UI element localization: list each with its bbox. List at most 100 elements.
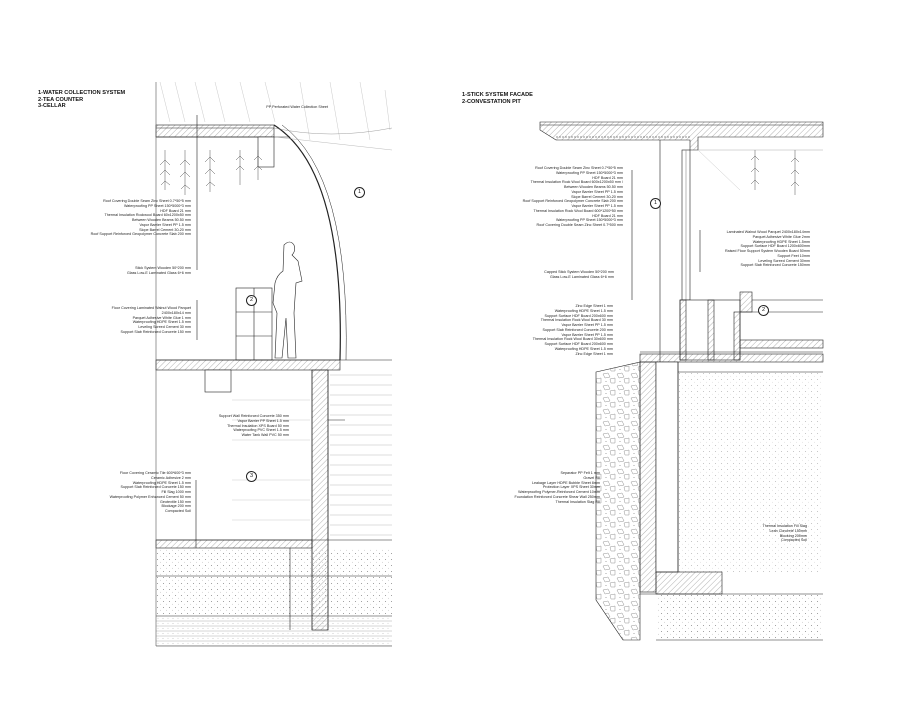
left-section-drawing [155,81,393,647]
annotation: Compacted Soil [780,538,807,543]
annotation: Support Surface HDF Board 200x600 mm [544,342,613,346]
left-wall-layers: Support Wall Reinforced Concrete 350 mm … [219,414,289,438]
annotation: Between Wooden Beams 50.50 mm [132,218,191,222]
annotation: Thermal Insulation Rock Wool Board 30 mm [540,318,613,323]
annotation: Between Wooden Beams 50.50 mm [564,185,623,189]
annotation: Foundation Reinforced Concrete Shear Wal… [514,494,600,499]
left-cellar-layers: Floor Covering Ceramic Tile 600*600*3 mm… [110,471,191,514]
right-ground-layers: Thermal Insulation Fill Slag Lean Concre… [763,524,807,543]
annotation: HDF Board 21 mm [592,175,623,180]
left-drawing-title: 1-WATER COLLECTION SYSTEM 2-TEA COUNTER … [38,90,125,110]
annotation: Roof Support Reinforced Geopolymer Concr… [90,232,191,237]
annotation: Slope Barrel Cement 30-20 mm [139,227,191,232]
annotation: Support Surface HDF Board 1200x600mm [740,244,810,249]
annotation: Vapor Barrier Sheet PP 1.5 mm [561,323,613,327]
annotation: Laminated Walnut Wood Parquet 2400x180x1… [726,230,810,234]
left-roof-layers: Roof Covering Double Seam Zinc Sheet 0.7… [91,199,191,237]
right-drawing-title: 1-STICK SYSTEM FACADE 2-CONVESTATION PIT [462,92,533,105]
callout-marker: 2 [246,295,257,306]
annotation: Thermal Insulation Rock Wool Board 600x1… [530,180,623,185]
annotation: Raised Floor Support System Wooden Board… [725,249,810,253]
callout-marker: 1 [354,187,365,198]
annotation: Water Tank Wall PVC 50 mm [241,433,289,437]
annotation: Glass Low-E Laminated Glass 6+6 mm [126,270,191,275]
annotation: Protection Layer XPS Sheet 30mm [542,485,600,490]
annotation: Waterproofing HDPE Sheet 1.5 mm [554,308,613,313]
annotation: Support Slab Reinforced Concrete 150 mm [120,485,191,490]
annotation: Leakage Layer HDPE Bubble Sheet 8mm [531,480,600,485]
annotation: Waterproofing HDPE Sheet 1.5 mm [554,346,613,351]
annotation: Blockage 200 mm [161,504,191,509]
annotation: Ceramic Adhesive 2 mm [151,475,191,480]
annotation: Waterproofing PP Sheet 150*5000*3 mm [555,218,623,223]
annotation: Leveling Screed Cement 30mm [758,258,810,263]
annotation: Waterproofing PP Sheet 150*5000*3 mm [555,170,623,175]
annotation: Fill Slag 1000 mm [161,490,191,494]
annotation: Parquet Adhesive White Glue 1 mm [132,315,191,320]
annotation: Zinc Edge Sheet 1 mm [575,351,613,356]
annotation: Floor Covering Laminated Walnut Wood Par… [111,306,191,310]
annotation: Leveling Screed Cement 30 mm [138,325,191,329]
annotation: Waterproofing HDPE Sheet 1.5 mm [132,480,191,485]
annotation: Waterproofing PVC Sheet 1.5 mm [233,428,289,433]
annotation: Waterproofing Polymer Enhanced Cement 50… [109,494,191,499]
annotation: Thermal Insulation Fill Slag [762,524,807,528]
title-line: 2-CONVESTATION PIT [462,98,521,105]
annotation: Compacted Soil [164,509,191,513]
annotation: Support Slab Reinforced Concrete 150mm [740,263,811,268]
annotation: HDF Board 21 mm [592,213,623,218]
annotation: Separator PP Felt 1 mm [560,471,601,475]
left-floor-layers: Floor Covering Laminated Walnut Wood Par… [112,306,191,335]
annotation: Floor Covering Ceramic Tile 600*600*3 mm [119,471,191,475]
annotation: Lean Concrete 150mm [769,528,807,533]
left-stick-layers: Stick System Wooden 50*200 mm Glass Low-… [127,266,191,276]
annotation: Support Slab Reinforced Concrete 200 mm [542,327,613,332]
right-pit-floor-layers: Laminated Walnut Wood Parquet 2400x180x1… [725,230,810,268]
annotation: HDF Board 21 mm [160,208,191,213]
annotation: Support Slab Reinforced Concrete 150 mm [120,329,191,334]
annotation: Waterproofing Polymer-Reinforced Cement … [518,490,600,494]
annotation: Waterproofing HDPE Sheet 1.5mm [752,239,810,244]
annotation: Zinc Edge Sheet 1 mm [575,304,613,308]
title-line: 1-STICK SYSTEM FACADE [462,92,533,98]
annotation: Capped Stick System Wooden 50*200 mm [544,270,614,274]
annotation: Thermal Insulation Rockwool Board 60x120… [104,213,192,218]
callout-marker: 2 [758,305,769,316]
annotation: Thermal Insulation Rock Wool Board 30x60… [532,337,613,342]
annotation: Roof Covering Double Seam Zinc Sheet 0.7… [103,199,191,203]
annotation: Glass Low-E Laminated Glass 6+6 mm [549,274,614,279]
annotation: Slope Barrel Cement 30-20 mm [571,194,623,199]
right-pit-wall-layers: Zinc Edge Sheet 1 mm Waterproofing HDPE … [533,304,613,356]
title-line: 2-TEA COUNTER [38,96,84,103]
annotation: Thermal Insulation Slag Fill [555,499,600,504]
annotation: Parquet Adhesive White Glue 2mm [752,234,810,239]
annotation: Roof Covering Double Seam Zinc Sheet 0.7… [536,223,624,227]
annotation: Thermal Insulation Rock Wool Board 600*1… [533,208,623,213]
annotation: Vapor Barrier Sheet PP 1.5 mm [139,222,191,227]
left-top-label: PP Perforated Water Collection Sheet [266,105,328,110]
annotation: Stick System Wooden 50*200 mm [135,266,191,270]
annotation: PP Perforated Water Collection Sheet [266,105,328,109]
annotation: Gravel Fill [583,475,600,480]
annotation: Roof Support Reinforced Geopolymer Concr… [522,199,623,204]
right-capped-layers: Capped Stick System Wooden 50*200 mm Gla… [544,270,614,280]
annotation: Thermal Insulation XPS Board 50 mm [227,423,289,428]
annotation: Waterproofing PP Sheet 150*5000*3 mm [123,203,191,208]
annotation: 2400x180x14 mm [161,310,191,315]
annotation: Blocking 200mm [779,533,807,538]
annotation: Vapor Barrier PP Sheet 1.5 mm [237,418,289,423]
annotation: Vapor Barrier Sheet PP 1.5 mm [571,204,623,208]
annotation: Geotextile 150 mm [160,499,191,504]
annotation: Vapor Barrier Sheet PP 1.5 mm [571,189,623,194]
annotation: Support Feet 10mm [777,253,810,258]
annotation: Vapor Barrier Sheet PP 1.5 mm [561,332,613,337]
title-line: 1-WATER COLLECTION SYSTEM [38,90,126,96]
annotation: Support Surface HDF Board 200x600 mm [544,313,613,318]
right-roof-layers: Roof Covering Double Seam Zinc Sheet 0.7… [523,166,623,228]
callout-marker: 1 [650,198,661,209]
annotation: Waterproofing HDPE Sheet 1.5 mm [132,320,191,325]
right-foundation-layers: Separator PP Felt 1 mm Gravel Fill Leaka… [514,471,600,504]
title-line: 3-CELLAR [38,103,66,110]
right-section-drawing [539,121,824,641]
